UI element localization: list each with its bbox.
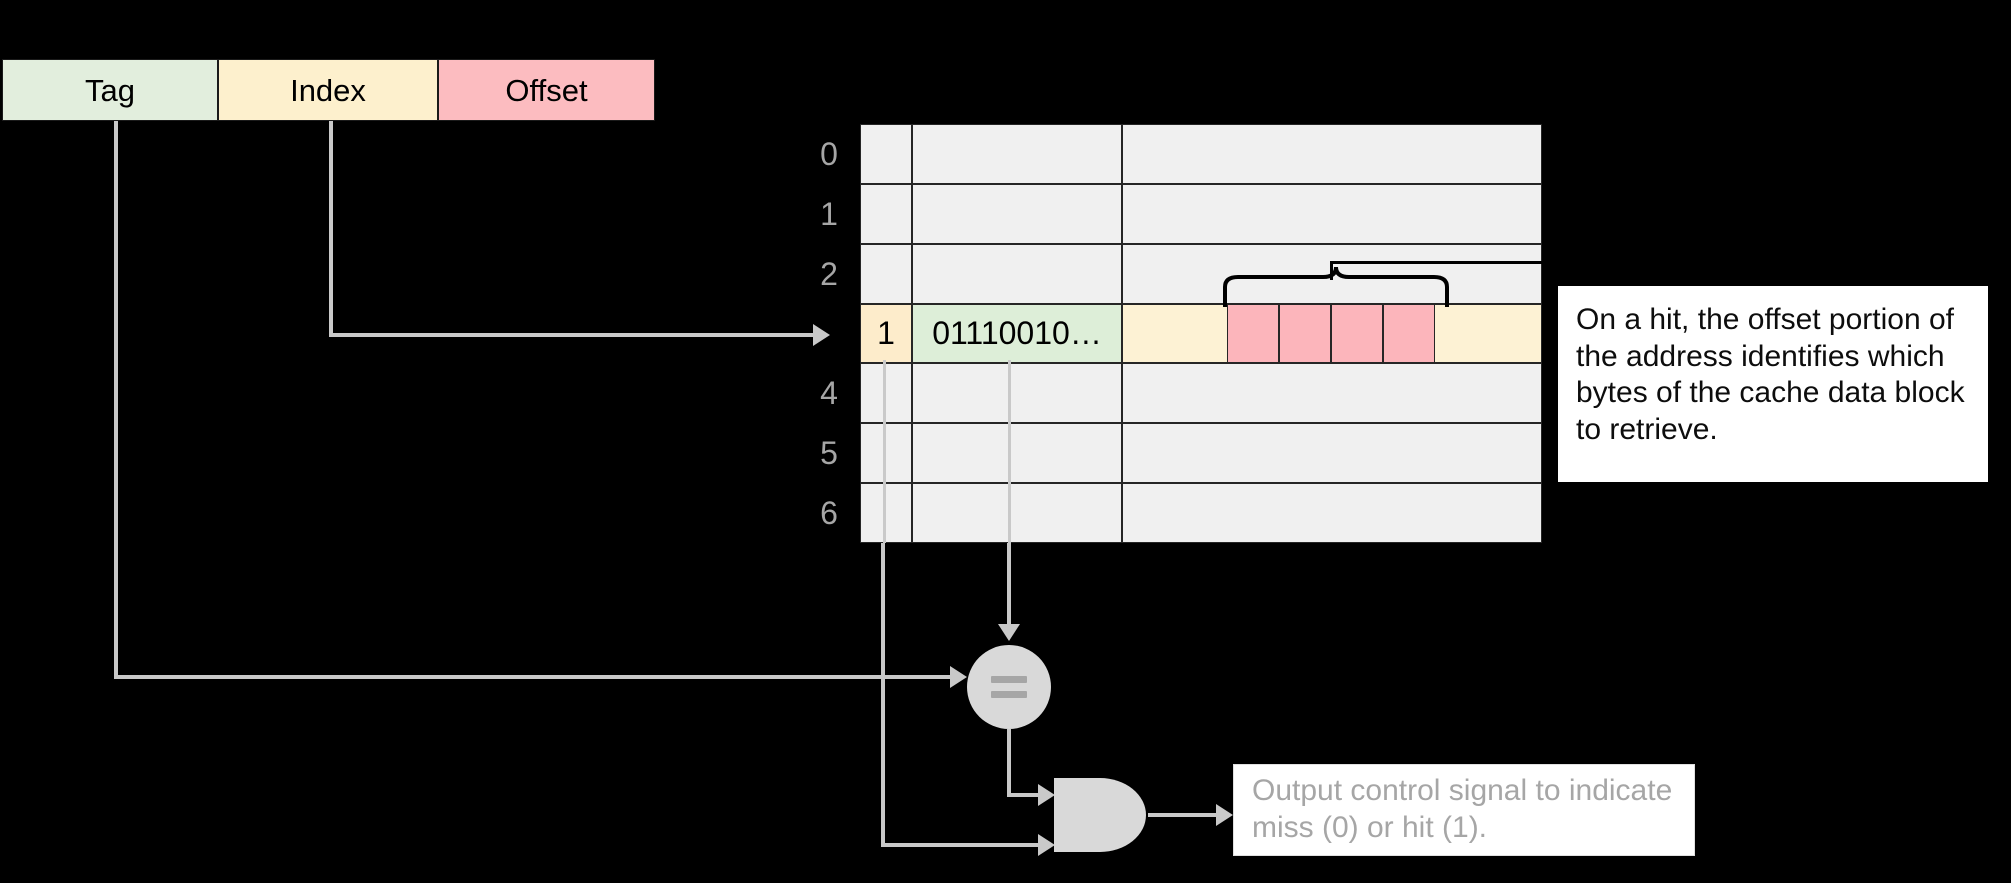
table-row-selected[interactable]: 1 01110010… — [860, 303, 1542, 364]
cell-valid-bit-selected: 1 — [860, 303, 912, 364]
table-row[interactable] — [860, 423, 1542, 484]
data-byte-selected[interactable] — [1331, 304, 1383, 363]
row-label-2: 2 — [820, 256, 838, 292]
cell-tag-selected: 01110010… — [912, 303, 1122, 364]
row-label-1: 1 — [820, 196, 838, 232]
row-label-5: 5 — [820, 435, 838, 471]
address-field-index[interactable]: Index — [218, 59, 438, 121]
table-row[interactable] — [860, 483, 1542, 544]
wire-valid-in-table — [883, 360, 886, 543]
table-row[interactable] — [860, 183, 1542, 244]
cell-valid-bit — [860, 363, 912, 424]
cell-tag — [912, 423, 1122, 484]
tag-value: 01110010… — [932, 315, 1102, 352]
cell-valid-bit — [860, 183, 912, 244]
byte-selection-brace-icon — [1223, 266, 1449, 307]
table-row[interactable] — [860, 363, 1542, 424]
address-field-tag-label: Tag — [85, 72, 135, 108]
callout-output-text: Output control signal to indicate miss (… — [1252, 774, 1673, 844]
table-row[interactable] — [860, 124, 1542, 184]
address-field-offset-label: Offset — [505, 72, 588, 108]
wire-gate-output-arrowhead-icon — [1216, 804, 1233, 826]
wire-comparator-out-horizontal — [1007, 793, 1042, 797]
address-field-index-label: Index — [290, 72, 366, 108]
wire-tag-arrowhead-icon — [950, 666, 967, 688]
cell-data-block — [1122, 124, 1542, 184]
equals-bar-icon — [991, 676, 1027, 683]
cell-tag — [912, 183, 1122, 244]
callout-output-note: Output control signal to indicate miss (… — [1233, 764, 1695, 856]
wire-index-horizontal — [329, 333, 815, 337]
address-field-offset[interactable]: Offset — [438, 59, 655, 121]
cache-table: 1 01110010… — [860, 124, 1542, 544]
data-byte-unselected — [1123, 304, 1227, 363]
cell-valid-bit — [860, 483, 912, 544]
data-byte-selected[interactable] — [1279, 304, 1331, 363]
wire-index-vertical — [329, 121, 333, 337]
cell-data-block — [1122, 483, 1542, 544]
wire-comparator-out-arrowhead-icon — [1038, 784, 1055, 806]
cell-data-block — [1122, 423, 1542, 484]
wire-comparator-out-vertical — [1007, 729, 1011, 795]
row-label-4: 4 — [820, 375, 838, 411]
brace-stem — [1330, 262, 1333, 280]
cell-tag — [912, 243, 1122, 304]
wire-tag-out-vertical — [1007, 543, 1011, 625]
valid-bit-value: 1 — [877, 315, 895, 352]
wire-gate-output — [1148, 813, 1220, 817]
wire-valid-out-vertical — [881, 543, 885, 845]
wire-tag-in-table — [1008, 360, 1011, 543]
wire-tag-horizontal — [114, 675, 952, 679]
row-label-0: 0 — [820, 136, 838, 172]
brace-leader-line — [1330, 261, 1590, 264]
cell-tag — [912, 124, 1122, 184]
address-field-tag[interactable]: Tag — [2, 59, 218, 121]
wire-tag-vertical — [114, 121, 118, 679]
and-gate[interactable] — [1054, 778, 1146, 852]
cell-valid-bit — [860, 423, 912, 484]
cell-data-block — [1122, 183, 1542, 244]
wire-index-arrowhead-icon — [813, 324, 830, 346]
callout-offset-text: On a hit, the offset portion of the addr… — [1576, 303, 1965, 446]
cell-valid-bit — [860, 124, 912, 184]
cell-data-block — [1122, 363, 1542, 424]
data-byte-selected[interactable] — [1227, 304, 1279, 363]
data-byte-selected[interactable] — [1383, 304, 1435, 363]
row-label-6: 6 — [820, 495, 838, 531]
callout-offset-note: On a hit, the offset portion of the addr… — [1558, 286, 1988, 482]
cell-tag — [912, 483, 1122, 544]
cell-valid-bit — [860, 243, 912, 304]
data-byte-unselected — [1435, 304, 1541, 363]
wire-valid-out-arrowhead-icon — [1038, 834, 1055, 856]
wire-tag-out-arrowhead-icon — [998, 624, 1020, 641]
wire-valid-out-horizontal — [881, 843, 1042, 847]
equals-bar-icon — [991, 691, 1027, 698]
comparator-equals[interactable] — [967, 645, 1051, 729]
cell-tag — [912, 363, 1122, 424]
cell-data-block-selected — [1122, 303, 1542, 364]
